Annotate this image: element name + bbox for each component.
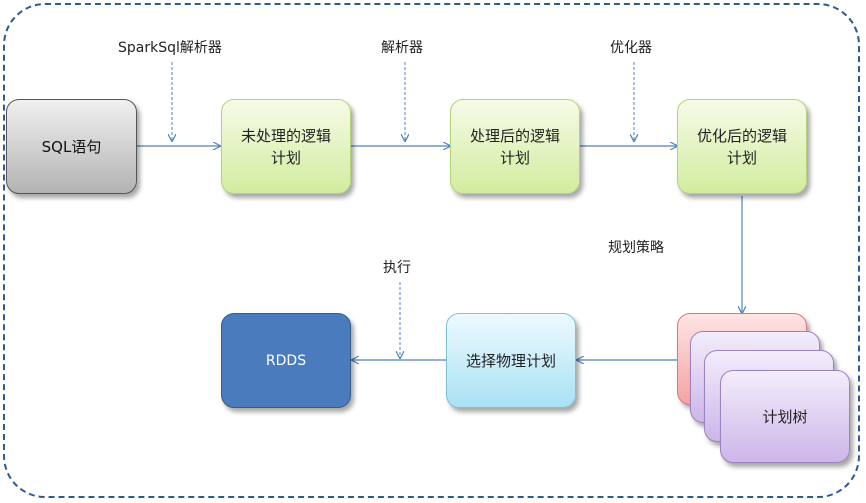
sparksql-parser-label: SparkSql解析器 — [118, 40, 222, 56]
resolved-plan-line2: 计划 — [499, 148, 530, 167]
unresolved-logical-plan-node: 未处理的逻辑 计划 — [221, 99, 351, 194]
resolved-logical-plan-node: 处理后的逻辑 计划 — [450, 99, 580, 194]
unresolved-plan-line1: 未处理的逻辑 — [240, 126, 331, 145]
rdds-text: RDDS — [265, 352, 307, 369]
plan-tree-card-front: 计划树 — [720, 370, 850, 463]
select-physical-plan-text: 选择物理计划 — [465, 351, 556, 370]
sql-statement-node: SQL语句 — [6, 99, 137, 194]
select-physical-plan-node: 选择物理计划 — [446, 313, 576, 408]
rdds-node: RDDS — [221, 313, 351, 408]
unresolved-plan-line2: 计划 — [270, 148, 301, 167]
resolved-plan-line1: 处理后的逻辑 — [469, 126, 560, 145]
plan-tree-text: 计划树 — [762, 407, 808, 426]
diagram-frame — [3, 3, 860, 498]
planning-strategy-label: 规划策略 — [608, 240, 664, 256]
optimized-plan-line1: 优化后的逻辑 — [696, 126, 787, 145]
optimized-plan-line2: 计划 — [726, 148, 757, 167]
parser-label: 解析器 — [381, 40, 423, 56]
execute-label: 执行 — [383, 260, 411, 276]
sql-statement-text: SQL语句 — [41, 137, 102, 156]
optimizer-label: 优化器 — [610, 40, 652, 56]
optimized-logical-plan-node: 优化后的逻辑 计划 — [677, 99, 807, 194]
